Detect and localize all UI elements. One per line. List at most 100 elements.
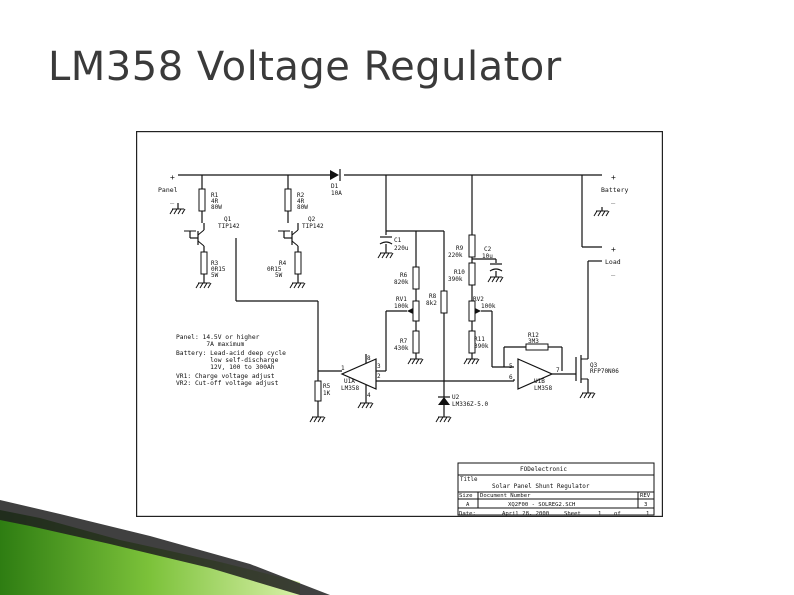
title-block: FODelectronic Title Solar Panel Shunt Re… [457, 462, 655, 517]
resistor-r1 [198, 188, 206, 212]
r12-ref: R12 [528, 332, 539, 339]
r4-power: 5W [275, 272, 283, 279]
svg-text:Battery: Lead-acid deep cycle: Battery: Lead-acid deep cycle [176, 350, 286, 357]
r12-value: 3M3 [528, 338, 539, 345]
svg-text:3: 3 [644, 502, 647, 508]
resistor-r8 [440, 290, 448, 314]
u1a-pin8: 8 [367, 355, 371, 362]
r1-value: 4R [211, 198, 219, 205]
r3-ref: R3 [211, 260, 219, 267]
r7-ref: R7 [400, 338, 408, 345]
r11-value: 390k [474, 343, 489, 350]
svg-text:REV: REV [640, 493, 651, 499]
r8-ref: R8 [429, 293, 437, 300]
q1-value: TIP142 [218, 223, 240, 230]
ground-symbol [289, 282, 306, 289]
q2-value: TIP142 [302, 223, 324, 230]
svg-text:A: A [466, 502, 470, 508]
battery-plus: + [611, 173, 616, 182]
rv1-value: 100k [394, 303, 409, 310]
r5-value: 1K [323, 390, 331, 397]
u1b-pin7: 7 [556, 367, 560, 374]
ground-symbol [195, 282, 212, 289]
r4-value: 0R15 [267, 266, 282, 273]
svg-text:1: 1 [598, 511, 601, 517]
u1a-ref: U1A [344, 378, 355, 385]
u2-ref: U2 [452, 394, 460, 401]
r3-power: 5W [211, 272, 219, 279]
ground-symbol [593, 210, 610, 217]
ground-symbol [169, 208, 186, 215]
rv2-value: 100k [481, 303, 496, 310]
svg-text:low self-discharge: low self-discharge [176, 357, 279, 364]
svg-text:XQ2F00 - SOLREG2.SCH: XQ2F00 - SOLREG2.SCH [508, 502, 575, 508]
rv1-ref: RV1 [396, 296, 407, 303]
slide-title: LM358 Voltage Regulator [48, 44, 562, 90]
r7-value: 430k [394, 345, 409, 352]
resistor-r3 [200, 251, 208, 275]
r9-ref: R9 [456, 245, 464, 252]
svg-text:Panel: 14.5V or higher: Panel: 14.5V or higher [176, 334, 260, 341]
resistor-r7 [412, 330, 420, 354]
r8-value: 8k2 [426, 300, 437, 307]
u1a-value: LM358 [341, 385, 359, 392]
rv2-ref: RV2 [473, 296, 484, 303]
panel-minus: _ [170, 196, 175, 204]
resistor-r2 [284, 188, 292, 212]
ground-symbol [407, 358, 424, 365]
ground-symbol [309, 416, 326, 423]
q3-value: RFP70N06 [590, 368, 619, 375]
u1a-pin2: 2 [377, 373, 381, 380]
resistor-r6 [412, 266, 420, 290]
u1b-pin6: 6 [509, 374, 513, 381]
ground-symbol [579, 392, 596, 399]
c1-value: 220u [394, 245, 409, 252]
svg-text:Size: Size [459, 493, 473, 499]
resistor-r4 [294, 251, 302, 275]
c2-value: 10u [482, 253, 493, 260]
circuit-schematic: + Panel _ D1 10A R1 4R 80W Q1 TIP142 R3 … [136, 131, 663, 517]
q3-ref: Q3 [590, 362, 598, 369]
u1b-value: LM358 [534, 385, 552, 392]
r6-value: 820k [394, 279, 409, 286]
r4-ref: R4 [279, 260, 287, 267]
u2-value: LM336Z-5.0 [452, 401, 489, 408]
c1-ref: C1 [394, 237, 402, 244]
svg-text:Solar Panel Shunt Regulator: Solar Panel Shunt Regulator [492, 483, 590, 490]
u1a-pin4: 4 [367, 392, 371, 399]
battery-minus: _ [611, 196, 616, 204]
mosfet-q3 [575, 355, 588, 383]
decorative-swoosh [0, 500, 330, 595]
diode-d1 [330, 169, 341, 181]
q2-ref: Q2 [308, 216, 316, 223]
zener-u2 [438, 396, 450, 405]
battery-label: Battery [601, 186, 628, 194]
svg-text:Date:: Date: [459, 511, 476, 517]
svg-text:7A maximum: 7A maximum [176, 341, 244, 348]
r5-ref: R5 [323, 383, 331, 390]
svg-text:Document Number: Document Number [480, 493, 531, 499]
u1b-pin5: 5 [509, 363, 513, 370]
load-plus: + [611, 245, 616, 254]
svg-text:April 28, 2000: April 28, 2000 [502, 511, 549, 517]
r1-ref: R1 [211, 192, 219, 199]
opamp-u1a [340, 358, 377, 390]
r10-value: 390k [448, 276, 463, 283]
load-minus: _ [611, 268, 616, 276]
u1a-pin1: 1 [341, 365, 345, 372]
capacitor-c2 [489, 259, 503, 277]
svg-text:FODelectronic: FODelectronic [520, 466, 567, 473]
load-label: Load [605, 258, 621, 266]
potentiometer-rv2 [468, 300, 476, 322]
resistor-r9 [468, 234, 476, 258]
q1-ref: Q1 [224, 216, 232, 223]
c2-ref: C2 [484, 246, 492, 253]
svg-text:of: of [614, 511, 621, 517]
ground-symbol [435, 416, 452, 423]
r2-ref: R2 [297, 192, 305, 199]
d1-ref: D1 [331, 183, 339, 190]
svg-text:Sheet: Sheet [564, 511, 581, 517]
svg-text:1: 1 [646, 511, 649, 517]
d1-value: 10A [331, 190, 342, 197]
r11-ref: R11 [474, 336, 485, 343]
